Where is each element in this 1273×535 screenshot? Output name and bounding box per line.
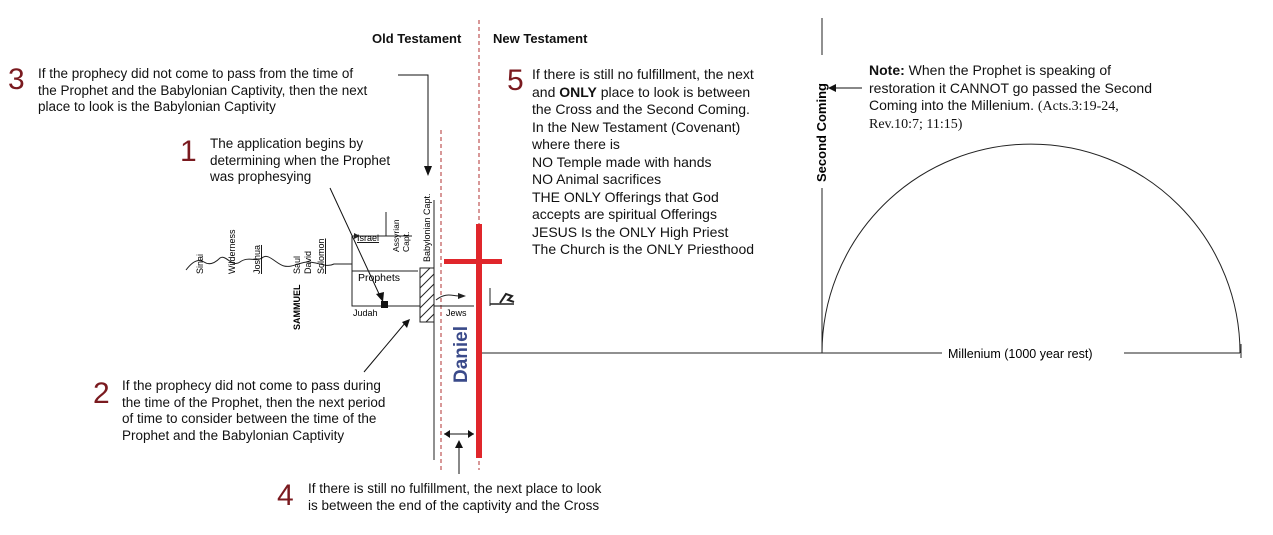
wilderness-line	[185, 255, 353, 272]
label-sammuel: SAMMUEL	[292, 284, 302, 330]
step-1-number: 1	[180, 135, 197, 168]
label-assyrian-capt: Capt.	[401, 232, 411, 252]
label-daniel: Daniel	[451, 326, 472, 383]
label-millenium: Millenium (1000 year rest)	[948, 347, 1093, 361]
cross-vertical	[476, 224, 482, 458]
step3-arrow	[398, 74, 429, 168]
label-jews: Jews	[446, 308, 467, 318]
label-solomon: Solomon	[316, 238, 326, 274]
praying-figure-icon	[499, 292, 515, 304]
step-4-text: If there is still no fulfillment, the ne…	[308, 481, 602, 513]
step-2-number: 2	[93, 377, 110, 410]
step-3-number: 3	[8, 63, 25, 96]
step-2-text: If the prophecy did not come to pass dur…	[122, 378, 386, 443]
label-sinai: Sinai	[195, 254, 205, 274]
old-testament-header: Old Testament	[372, 31, 462, 46]
label-judah: Judah	[353, 308, 378, 318]
step-5-text: If there is still no fulfillment, the ne…	[532, 66, 755, 257]
step-1-text: The application begins by determining wh…	[210, 136, 391, 184]
label-assyrian: Assyrian	[391, 219, 401, 252]
label-israel: Israel	[357, 233, 379, 243]
step-5-number: 5	[507, 64, 524, 97]
israel-arrowhead	[354, 233, 360, 239]
step2-arrowhead	[402, 319, 410, 328]
prophet-marker	[381, 301, 388, 308]
step1-arrowhead	[376, 292, 384, 302]
step-4-number: 4	[277, 479, 294, 512]
millenium-arc	[821, 143, 1241, 354]
judah-line	[351, 236, 420, 307]
label-second-coming: Second Coming	[814, 83, 829, 182]
step-3-text: If the prophecy did not come to pass fro…	[38, 66, 368, 114]
step1-arrow	[329, 187, 381, 297]
label-joshua: Joshua	[252, 245, 262, 274]
label-babylonian-capt: Babylonian Capt.	[422, 193, 432, 262]
label-prophets: Prophets	[358, 272, 400, 284]
step3-arrowhead	[424, 166, 432, 176]
step2-arrow	[363, 321, 407, 373]
new-testament-header: New Testament	[493, 31, 588, 46]
note-text: Note: When the Prophet is speaking of re…	[869, 62, 1153, 132]
label-david: David	[303, 251, 313, 274]
cross-horizontal	[444, 259, 502, 264]
label-wilderness: Wilderness	[227, 229, 237, 274]
label-saul: Saul	[292, 256, 302, 274]
